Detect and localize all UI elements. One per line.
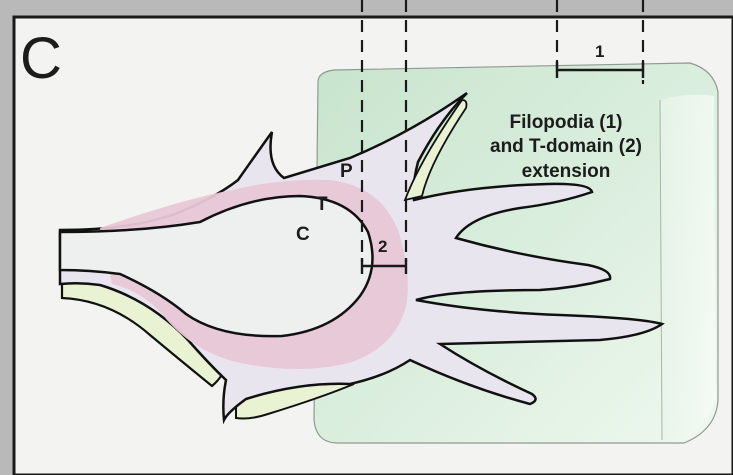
caption-line-2: and T-domain (2) [490, 136, 642, 157]
p-domain-label: P [340, 161, 353, 182]
panel-letter: C [20, 26, 62, 91]
filopodia-marker-number: 1 [595, 42, 604, 61]
caption-line-1: Filopodia (1) [510, 112, 623, 133]
c-domain-label: C [296, 224, 310, 245]
t-domain-marker-number: 2 [378, 237, 387, 256]
t-domain-label: T [316, 194, 328, 215]
caption-line-3: extension [522, 161, 611, 182]
